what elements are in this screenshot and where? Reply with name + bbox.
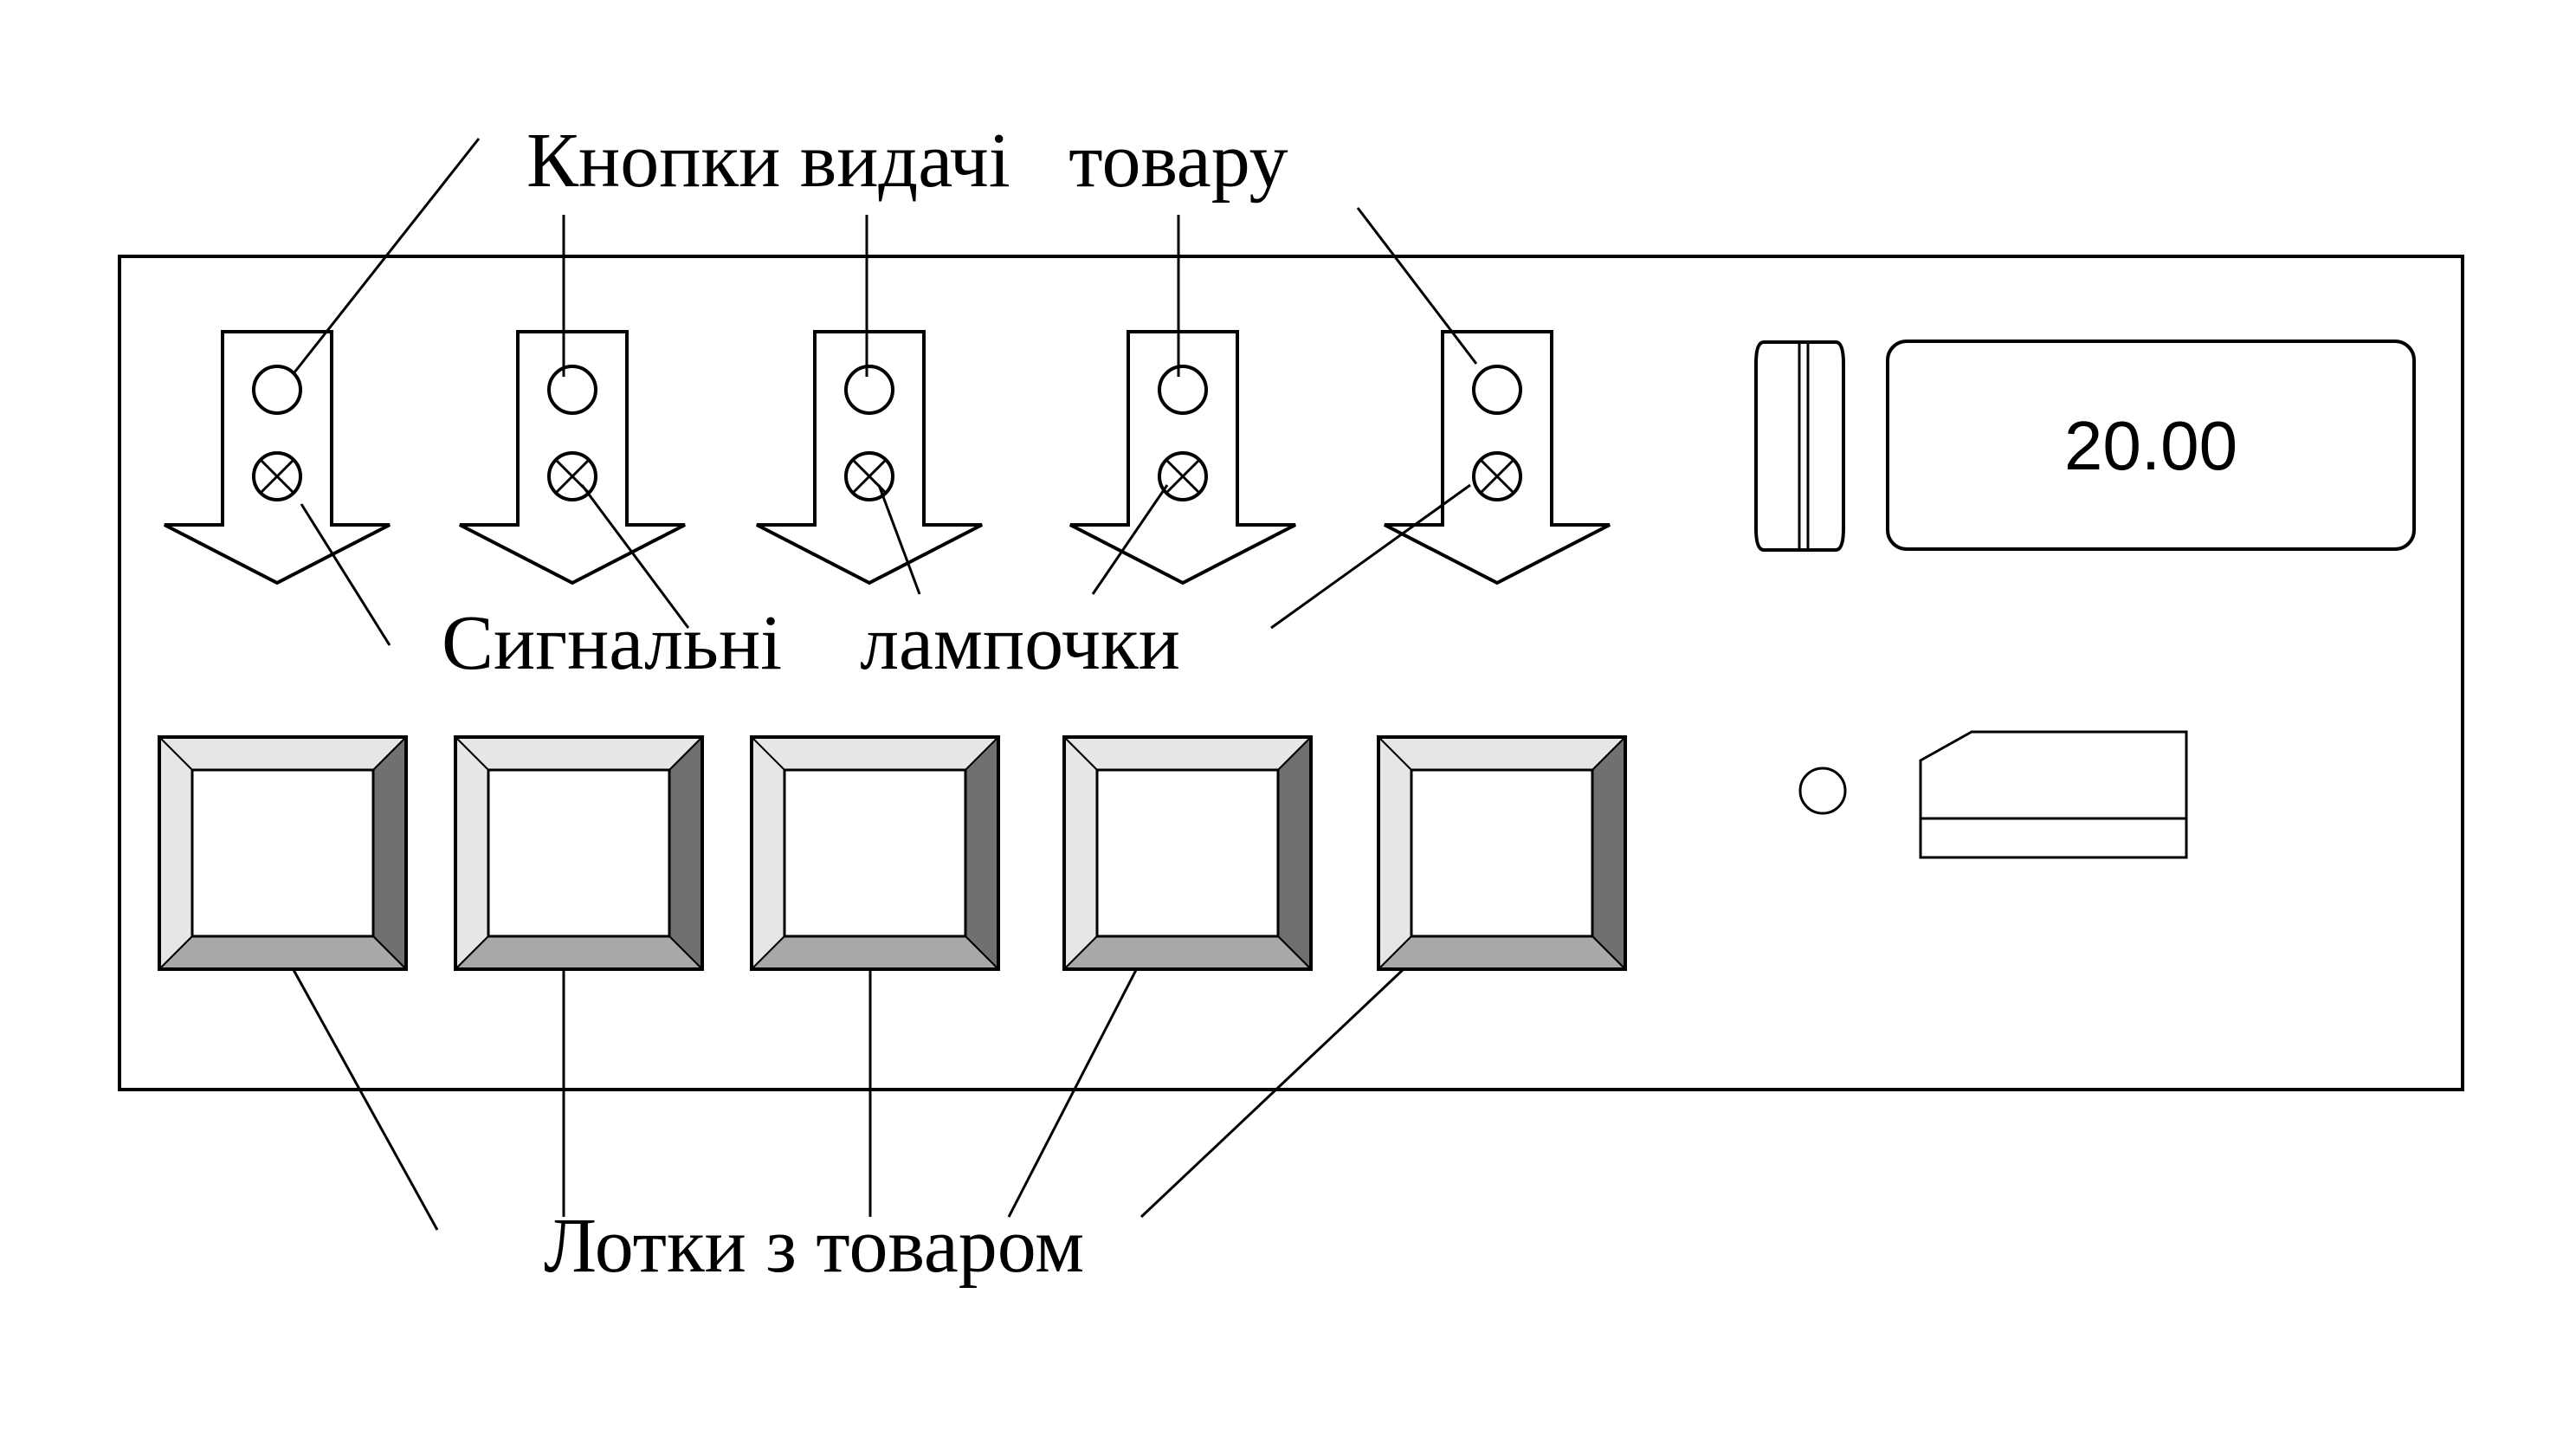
signal-lamp-cross-1 [260,459,294,494]
dispense-button-3 [844,365,894,415]
dispense-button-4 [1158,365,1208,415]
display-value: 20.00 [2064,407,2237,484]
tray-bevel-top-1 [157,736,409,771]
tray-bevel-bottom-3 [749,935,1001,970]
tray-bevel-left-2 [455,734,489,972]
tray-bevel-bottom-1 [157,935,409,970]
signal-lamp-cross-2 [555,459,590,494]
tray-bevel-left-3 [751,734,785,972]
dispense-button-1 [252,365,302,415]
leader-lines-buttons [293,138,1478,377]
price-display: 20.00 [1886,340,2416,551]
tray-face-1 [190,768,375,938]
signal-lamp-cross-5 [1480,459,1514,494]
tray-5 [1377,735,1627,971]
tray-3 [750,735,1000,971]
tray-2 [454,735,704,971]
dispense-button-2 [547,365,597,415]
tray-bevel-left-5 [1378,734,1412,972]
display-window [1886,340,2416,551]
dispense-button-5 [1472,365,1522,415]
tray-face-2 [487,768,671,938]
card-slot [1919,730,2188,859]
tray-bevel-bottom-4 [1062,935,1314,970]
tray-bevel-left-1 [158,734,193,972]
tray-bevel-top-3 [749,736,1001,771]
tray-bevel-top-5 [1376,736,1628,771]
leader-lines-lamps [300,483,1471,646]
product-slots [157,330,1628,972]
tray-bevel-top-4 [1062,736,1314,771]
tray-face-5 [1410,768,1594,938]
signal-lamp-cross-4 [1165,459,1200,494]
tray-face-3 [783,768,967,938]
coin-slot [1754,340,1845,552]
tray-bevel-bottom-2 [453,935,705,970]
tray-bevel-right-1 [372,734,407,972]
label-dispense-buttons: Кнопки видачі товару [526,118,1288,204]
tray-bevel-left-4 [1063,734,1098,972]
tray-face-4 [1095,768,1280,938]
tray-bevel-right-4 [1277,734,1312,972]
tray-bevel-right-5 [1591,734,1626,972]
label-trays: Лотки з товаром [544,1203,1084,1289]
tray-bevel-right-2 [668,734,703,972]
tray-bevel-right-3 [965,734,999,972]
tray-1 [158,735,408,971]
signal-lamp-cross-3 [852,459,887,494]
label-signal-lamps: Сигнальні лампочки [442,600,1180,686]
indicator-light [1798,767,1847,815]
tray-bevel-top-2 [453,736,705,771]
tray-4 [1062,735,1313,971]
leader-lines-trays [291,967,1406,1231]
tray-bevel-bottom-5 [1376,935,1628,970]
